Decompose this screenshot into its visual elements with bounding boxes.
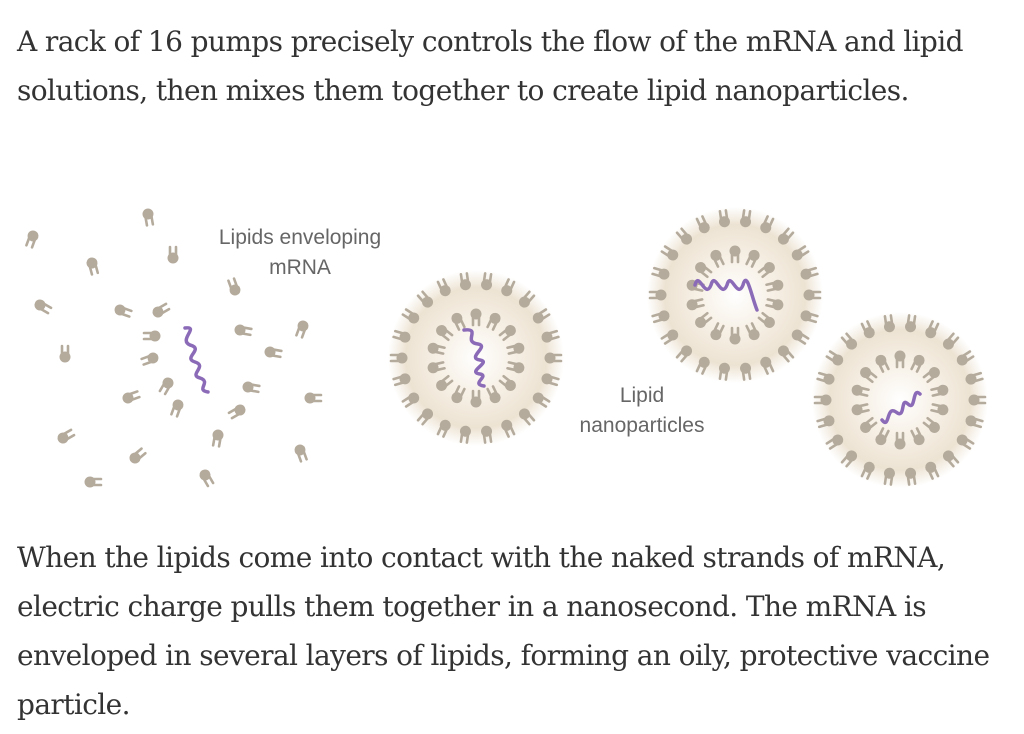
free-lipid (149, 300, 172, 321)
free-lipid (196, 466, 217, 489)
mrna-strand-free (183, 326, 210, 394)
free-lipid (119, 387, 142, 407)
lipid-nanoparticle (388, 270, 564, 446)
explanation-paragraph: When the lipids come into contact with t… (17, 541, 990, 721)
free-lipid (232, 322, 254, 339)
free-lipid (125, 445, 149, 468)
free-lipid (31, 296, 54, 317)
free-lipid (22, 227, 42, 250)
free-lipid (54, 426, 77, 447)
free-lipid (156, 374, 177, 397)
free-lipid (291, 441, 311, 464)
free-lipid (303, 391, 323, 405)
mrna-strand (462, 328, 486, 388)
lipid-nanoparticle (647, 207, 823, 383)
particle-glow (812, 312, 988, 488)
free-lipid (240, 379, 262, 396)
free-lipid (226, 401, 249, 422)
free-lipid (166, 245, 180, 265)
label-lipid: Lipid (620, 384, 664, 407)
free-lipid (83, 475, 103, 489)
mrna-strand (880, 390, 922, 424)
free-lipid (142, 329, 162, 343)
intro-paragraph: A rack of 16 pumps precisely controls th… (17, 25, 964, 107)
free-lipid (209, 427, 226, 449)
lipid-nanoparticle (812, 312, 988, 488)
free-lipids-group (22, 206, 323, 489)
particle-glow (647, 207, 823, 383)
free-lipid (262, 344, 284, 361)
lipid-nanoparticle-diagram: Lipids enveloping mRNA Lipid nanoparticl… (22, 206, 988, 489)
free-lipid (139, 349, 162, 369)
free-lipid (167, 396, 187, 419)
label-mrna: mRNA (269, 256, 331, 279)
free-lipid (292, 317, 312, 340)
mrna-strand (693, 278, 759, 312)
free-lipid (111, 301, 134, 321)
free-lipid (224, 276, 244, 299)
free-lipid (58, 344, 72, 364)
free-lipid (83, 254, 102, 277)
free-lipid (140, 206, 157, 228)
label-nanoparticles: nanoparticles (580, 414, 705, 437)
label-lipids-enveloping: Lipids enveloping (219, 226, 381, 249)
